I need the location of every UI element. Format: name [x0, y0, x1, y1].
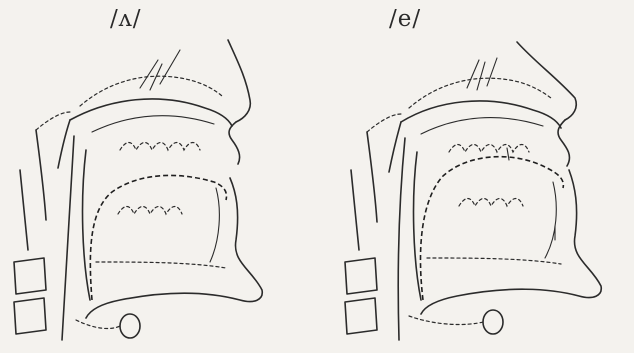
upper-lip — [229, 122, 240, 164]
nasal-cavity — [409, 78, 551, 108]
tongue-contour — [420, 157, 563, 300]
hyoid-bone — [120, 314, 140, 338]
pharynx-back — [62, 136, 74, 340]
lower-teeth — [118, 207, 182, 215]
skull-line-2 — [477, 62, 485, 90]
palate-inner — [421, 118, 543, 134]
vertebra-1 — [345, 258, 377, 294]
tongue-contour — [90, 175, 226, 300]
skull-line-1 — [140, 60, 158, 88]
lower-teeth — [459, 199, 523, 207]
pharynx-front — [83, 150, 90, 300]
posterior-outline — [367, 114, 401, 132]
upper-teeth — [449, 145, 529, 153]
velum — [389, 122, 401, 172]
posterior-outline — [36, 112, 70, 130]
skull-line-3 — [160, 50, 180, 84]
posterior-wall — [367, 132, 377, 222]
posterior-wall — [36, 130, 46, 220]
panel-vowel-wedge: /ʌ/ — [0, 0, 317, 353]
mandible — [86, 178, 262, 318]
hyoid-bone — [483, 310, 503, 334]
upper-teeth — [120, 143, 200, 151]
cervical-column — [351, 170, 359, 250]
nasal-cavity — [80, 76, 222, 106]
skull-line-3 — [487, 58, 497, 86]
mandible — [421, 170, 601, 314]
larynx-outline — [409, 316, 483, 324]
mandible-inner — [545, 182, 556, 258]
larynx-outline — [76, 320, 120, 328]
skull-line-1 — [467, 60, 479, 88]
vertebra-2 — [345, 298, 377, 334]
cervical-column — [20, 170, 28, 250]
panel-vowel-e: /e/ — [317, 0, 634, 353]
vocal-tract-diagram — [0, 0, 317, 353]
mandible-inner — [210, 188, 219, 262]
palate-inner — [92, 116, 214, 132]
nose-outline — [228, 40, 250, 122]
vocal-tract-diagram — [317, 0, 634, 353]
pharynx-back — [398, 138, 405, 340]
vertebra-1 — [14, 258, 46, 294]
floor-of-mouth — [96, 262, 226, 268]
tongue-tip-marker — [507, 148, 509, 160]
floor-of-mouth — [427, 258, 561, 264]
vertebra-2 — [14, 298, 46, 334]
velum — [58, 120, 70, 168]
pharynx-front — [414, 152, 421, 300]
